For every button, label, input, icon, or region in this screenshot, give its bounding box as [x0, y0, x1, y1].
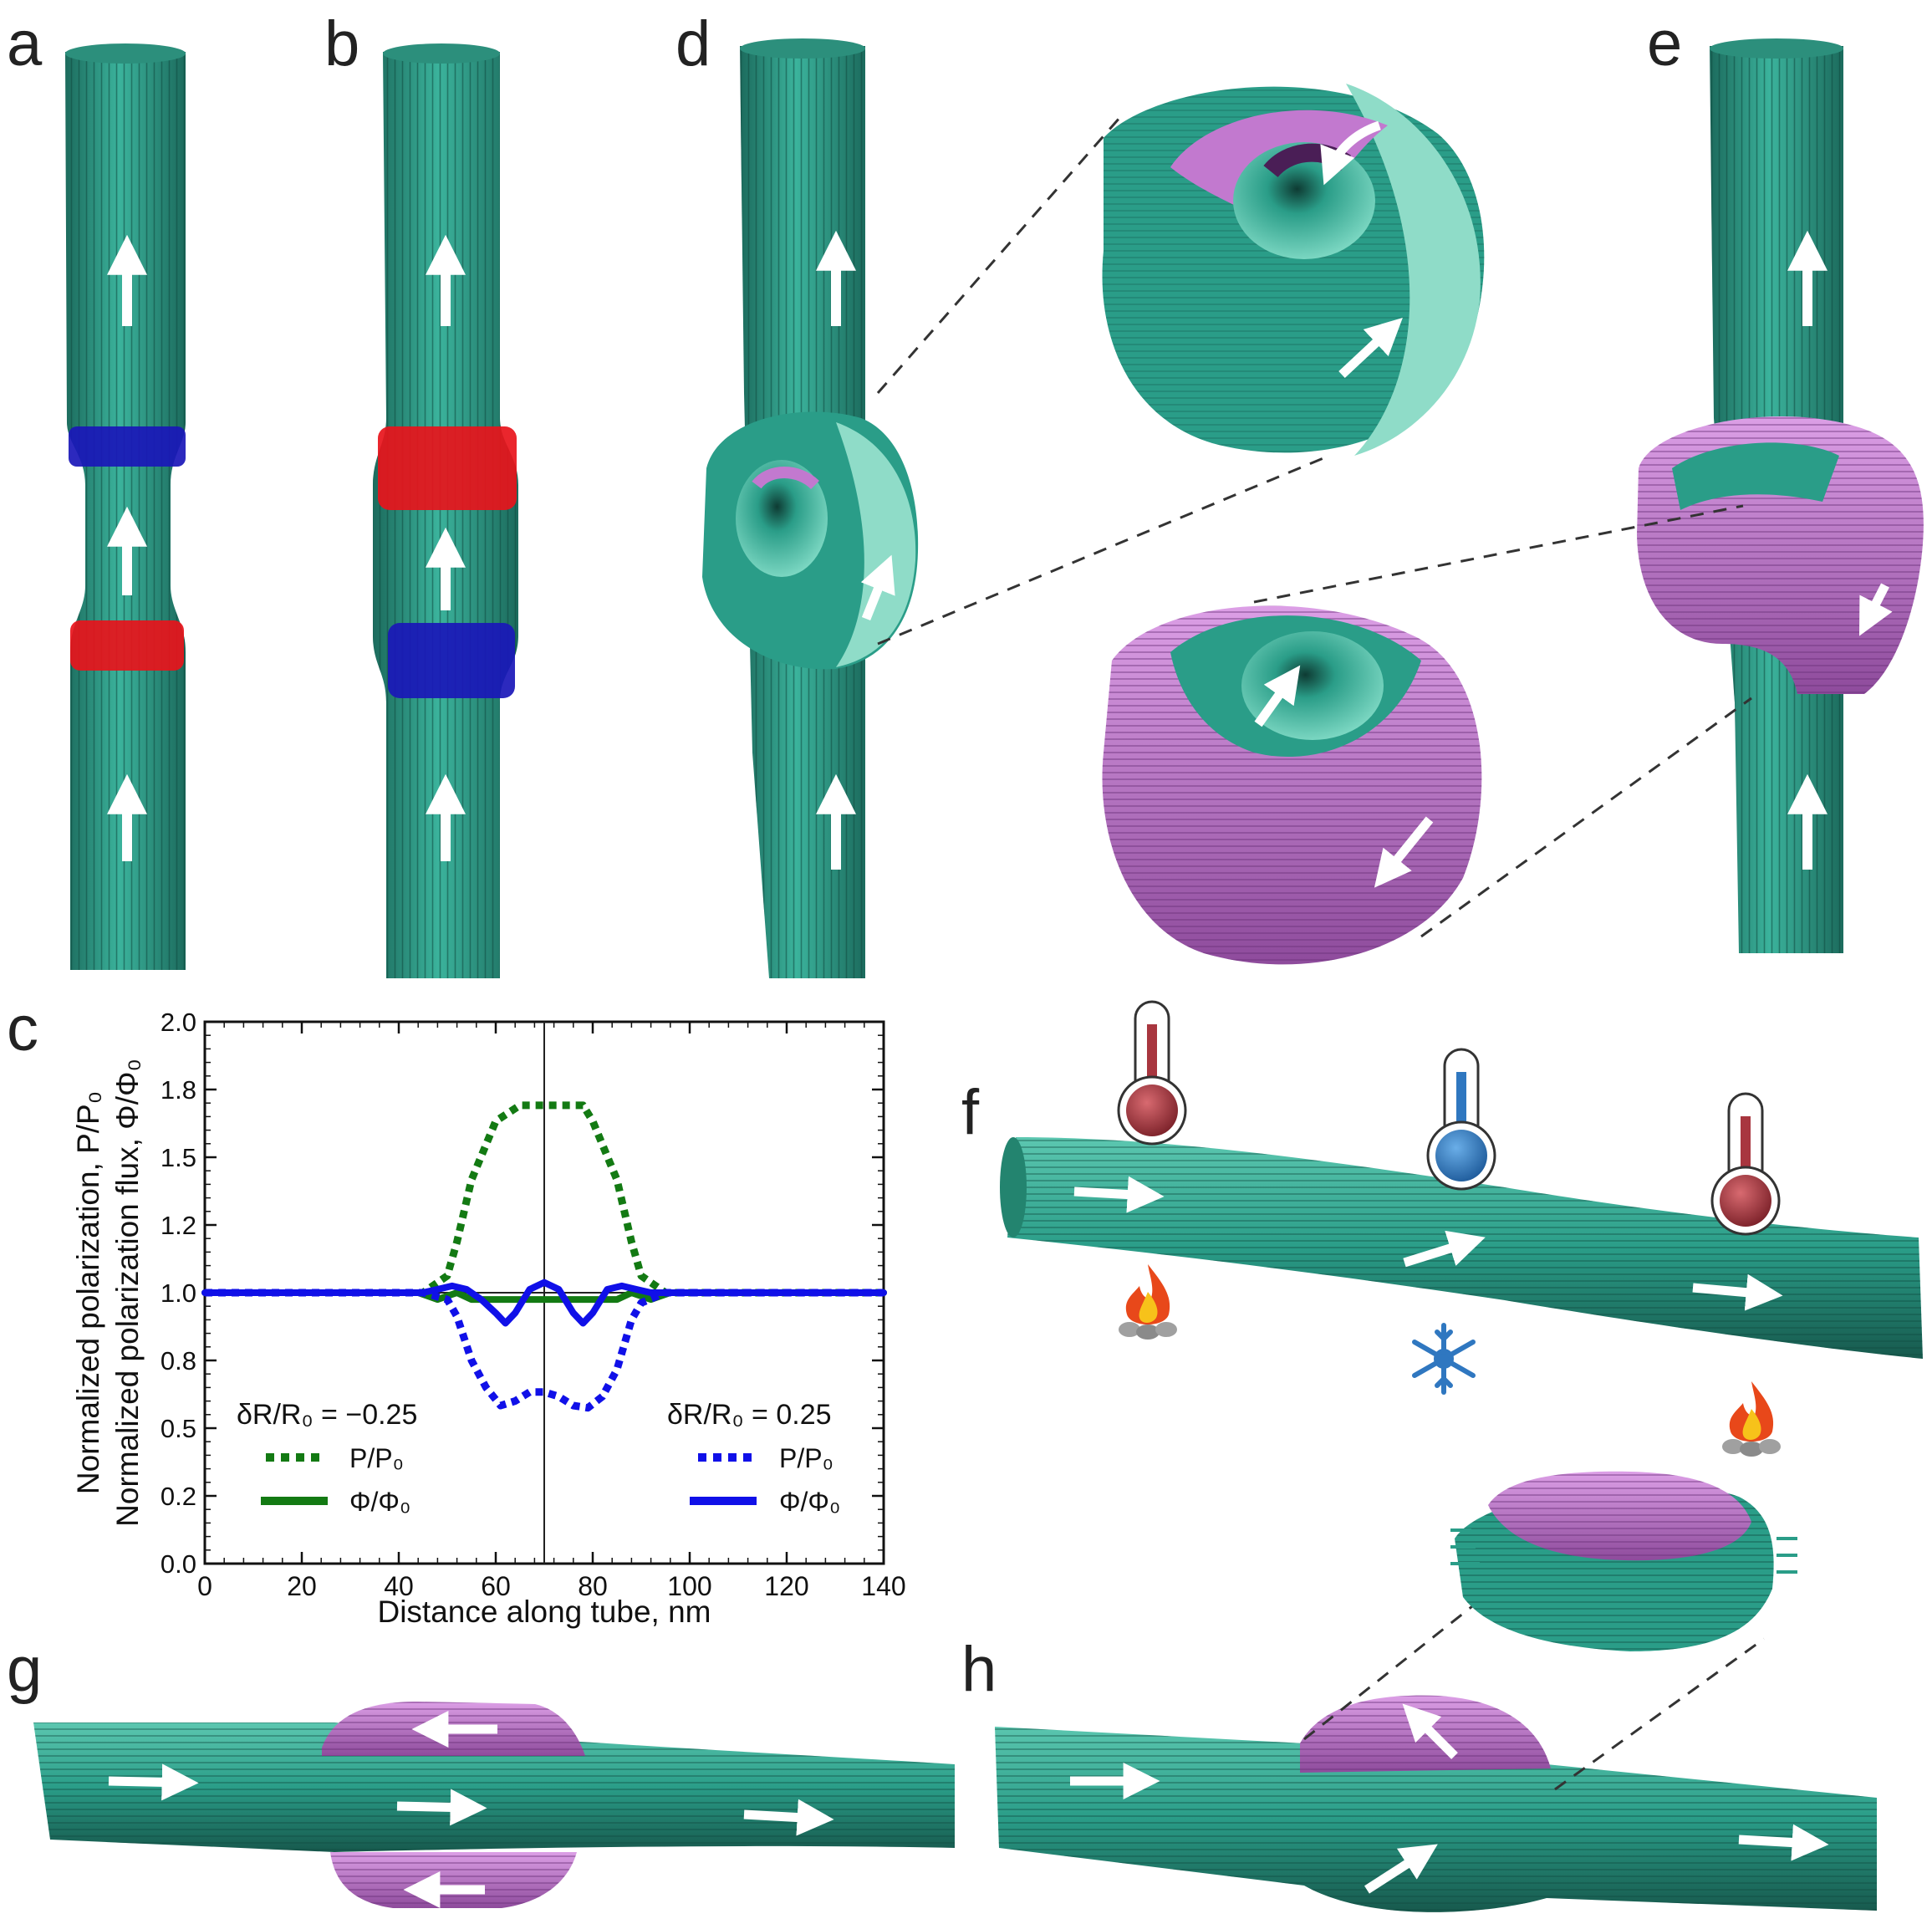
up-arrow-icon: [860, 554, 895, 621]
zoom-inset-cross-section: [1450, 1471, 1797, 1651]
right-arrow-icon: [108, 1763, 199, 1801]
legend-right-title: δR/R₀ = 0.25: [667, 1399, 832, 1431]
panel-b-nanotube: [373, 43, 518, 978]
snowflake-icon: [1412, 1323, 1476, 1395]
right-arrow-icon: [1692, 1273, 1783, 1311]
y-tick-label: 1.0: [161, 1278, 196, 1308]
panel-label-h: h: [961, 1634, 997, 1705]
panel-label-d: d: [675, 8, 711, 79]
legend-right-entry-1: Φ/Φ₀: [779, 1487, 840, 1517]
legend-right-entry-0: P/P₀: [779, 1443, 833, 1473]
knot-core: [736, 460, 828, 577]
right-arrow-icon: [1364, 1844, 1438, 1894]
panel-c-chart: 0 20 40 60 80 100 120 140 0.0 0.2 0.5 0.8 1.0 1.2 1.5 1…: [71, 1008, 906, 1629]
x-axis-label: Distance along tube, nm: [377, 1595, 711, 1629]
thermometer-cold-icon: [1426, 1048, 1496, 1191]
red-domain-wall: [378, 426, 517, 510]
panel-e-nanotube: [1637, 38, 1924, 953]
panel-g-nanotube: [33, 1702, 955, 1908]
x-tick-label: 100: [667, 1571, 711, 1601]
panel-label-b: b: [324, 8, 359, 79]
legend-left-entry-0: P/P₀: [349, 1443, 404, 1473]
axis-ticks: 0 20 40 60 80 100 120 140 0.0 0.2 0.5 0.8 1.0 1.2 1.5 1…: [161, 1008, 906, 1601]
panel-h-nanotube: [995, 1471, 1877, 1912]
x-tick-label: 40: [384, 1571, 414, 1601]
panel-a-nanotube: [65, 43, 186, 970]
panel-label-f: f: [961, 1077, 980, 1148]
right-arrow-icon: [1738, 1824, 1829, 1861]
zoom-lines: [1303, 1595, 1765, 1791]
x-tick-label: 120: [764, 1571, 808, 1601]
panel-label-e: e: [1647, 8, 1682, 79]
legend-left-title: δR/R₀ = −0.25: [237, 1399, 417, 1431]
thermometer-hot-icon: [1710, 1092, 1781, 1236]
y-tick-label: 0.0: [161, 1549, 196, 1579]
panel-d-nanotube: [702, 38, 919, 978]
y-axis-label-1: Normalized polarization, P/P₀: [71, 1091, 105, 1494]
blue-domain-wall: [388, 623, 515, 698]
panel-label-a: a: [7, 8, 43, 79]
panel-label-c: c: [7, 993, 38, 1064]
zoom-inset-teal-swirl: [1102, 84, 1485, 456]
down-arrow-icon: [1858, 583, 1893, 636]
y-tick-label: 0.2: [161, 1482, 196, 1511]
x-tick-label: 140: [861, 1571, 905, 1601]
y-tick-label: 1.8: [161, 1075, 196, 1105]
x-tick-label: 20: [287, 1571, 317, 1601]
legend-right: δR/R₀ = 0.25 P/P₀ Φ/Φ₀: [667, 1399, 840, 1517]
y-tick-label: 1.5: [161, 1143, 196, 1172]
legend-left: δR/R₀ = −0.25 P/P₀ Φ/Φ₀: [237, 1399, 417, 1517]
zoom-lines: [876, 116, 1752, 938]
curved-arrow-icon: [1338, 317, 1403, 379]
y-tick-label: 0.5: [161, 1414, 196, 1443]
legend-left-entry-1: Φ/Φ₀: [349, 1487, 410, 1517]
swirl-core: [1241, 631, 1384, 740]
panel-label-g: g: [7, 1634, 42, 1705]
x-tick-label: 80: [578, 1571, 608, 1601]
zoom-inset-purple-swirl: [1102, 605, 1482, 965]
fire-icon: [1119, 1264, 1177, 1340]
series-line-3: [201, 1278, 887, 1327]
y-tick-label: 0.8: [161, 1346, 196, 1375]
series-line-0: [205, 1101, 884, 1297]
right-arrow-icon: [1403, 1230, 1486, 1268]
y-tick-label: 2.0: [161, 1008, 196, 1037]
curved-arrow-icon: [1254, 665, 1301, 727]
x-tick-label: 60: [481, 1571, 511, 1601]
chart-series: [201, 1101, 887, 1412]
curved-arrow-icon: [1374, 816, 1434, 888]
fire-icon: [1722, 1381, 1781, 1457]
blue-domain-wall: [69, 426, 186, 467]
left-arrow-icon: [1402, 1703, 1458, 1759]
thermometer-hot-icon: [1117, 1000, 1187, 1146]
curved-arrow-icon: [1320, 120, 1381, 186]
panel-f-nanotube: [1000, 1000, 1923, 1457]
x-tick-label: 0: [197, 1571, 212, 1601]
right-arrow-icon: [396, 1789, 487, 1826]
right-arrow-icon: [1073, 1176, 1165, 1213]
right-arrow-icon: [743, 1799, 834, 1836]
y-axis-label-2: Normalized polarization flux, Φ/Φ₀: [110, 1059, 145, 1527]
y-tick-label: 1.2: [161, 1211, 196, 1240]
red-domain-wall: [70, 620, 184, 671]
